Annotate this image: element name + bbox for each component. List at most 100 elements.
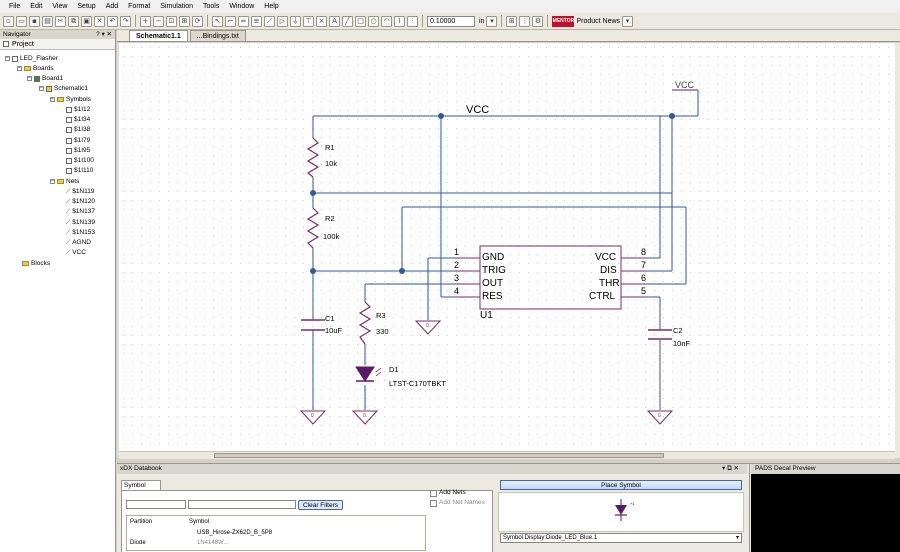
- collapse-icon[interactable]: −: [17, 65, 22, 71]
- open-icon[interactable]: ▭: [16, 15, 27, 27]
- vcc-port-label[interactable]: VCC: [675, 80, 695, 90]
- tree-item-schematic[interactable]: − Schematic1: [39, 84, 88, 93]
- tree-item-boards[interactable]: − Boards: [17, 64, 54, 73]
- news-dropdown-icon[interactable]: ▾: [622, 15, 634, 27]
- menu-edit[interactable]: Edit: [30, 3, 43, 10]
- tab-project[interactable]: Project: [0, 39, 115, 50]
- c1-value[interactable]: 10uF: [325, 326, 343, 335]
- grid-size-input[interactable]: 0.10000: [427, 15, 475, 27]
- tree-item-symbols[interactable]: − Symbols: [50, 95, 91, 104]
- tree-item-nets[interactable]: − Nets: [50, 177, 79, 186]
- product-news-link[interactable]: Product News: [576, 17, 621, 25]
- collapse-icon[interactable]: −: [27, 75, 32, 81]
- r3-value[interactable]: 330: [376, 327, 389, 336]
- filter-input[interactable]: [188, 500, 296, 509]
- add-net-names-checkbox[interactable]: [430, 500, 437, 507]
- tree-item-root[interactable]: − LED_Flasher: [5, 54, 58, 63]
- tree-item-net[interactable]: ⟋$1N119: [66, 187, 95, 196]
- collapse-icon[interactable]: −: [50, 178, 55, 184]
- port-icon[interactable]: ▷: [277, 15, 288, 27]
- zoom-fit-icon[interactable]: ⊡: [166, 15, 177, 27]
- canvas-vertical-scrollbar[interactable]: [895, 43, 900, 458]
- tree-item-net[interactable]: ⟋$1N153: [66, 228, 95, 237]
- filter-input[interactable]: [126, 500, 186, 509]
- delete-icon[interactable]: ✕: [94, 15, 105, 27]
- tree-item-net[interactable]: ⟋$1N137: [66, 207, 95, 216]
- rectangle-icon[interactable]: □: [355, 15, 366, 27]
- d1-ref[interactable]: D1: [389, 365, 399, 374]
- new-icon[interactable]: ▫: [3, 15, 14, 27]
- panel-controls-icon[interactable]: ▾ ⧉ ✕: [722, 465, 739, 472]
- r2-value[interactable]: 100k: [323, 232, 340, 241]
- settings-icon[interactable]: ⚙: [532, 15, 544, 27]
- zoom-out-icon[interactable]: −: [153, 15, 164, 27]
- add-nets-checkbox[interactable]: [430, 490, 437, 497]
- copy-icon[interactable]: ⧉: [68, 15, 79, 27]
- paste-icon[interactable]: ▣: [81, 15, 92, 27]
- tab-symbol-view[interactable]: Symbol View: [121, 480, 161, 499]
- collapse-icon[interactable]: −: [39, 85, 44, 91]
- schematic-canvas[interactable]: VCC VCC R1 10k R2 100k R3 330 C1 10uF C2…: [119, 43, 895, 458]
- zoom-in-icon[interactable]: +: [140, 15, 151, 27]
- bus-entry-icon[interactable]: ⟋: [264, 15, 275, 27]
- save-icon[interactable]: ▪: [29, 15, 40, 27]
- text-icon[interactable]: A: [329, 15, 340, 27]
- menu-setup[interactable]: Setup: [77, 3, 96, 10]
- wire-icon[interactable]: ⌐: [225, 15, 236, 27]
- column-header-symbol[interactable]: Symbol: [189, 519, 210, 525]
- undo-icon[interactable]: ↶: [107, 15, 118, 27]
- dropdown-icon[interactable]: ▾: [486, 15, 498, 27]
- menu-simulation[interactable]: Simulation: [160, 3, 194, 10]
- grid-icon[interactable]: ⊞: [506, 15, 518, 27]
- r2-ref[interactable]: R2: [325, 214, 335, 223]
- r1-ref[interactable]: R1: [325, 143, 335, 152]
- r3-ref[interactable]: R3: [376, 311, 386, 320]
- tree-item-symbol[interactable]: $1I110: [66, 166, 93, 175]
- menu-view[interactable]: View: [52, 3, 68, 10]
- tab-bindings[interactable]: ...Bindings.txt: [189, 30, 246, 41]
- polyline-icon[interactable]: ⌇: [394, 15, 405, 27]
- c2-ref[interactable]: C2: [673, 326, 683, 335]
- select-icon[interactable]: ↖: [212, 15, 223, 27]
- table-cell-partition[interactable]: Diode: [130, 540, 146, 546]
- bus-icon[interactable]: ═: [238, 15, 249, 27]
- ground-icon[interactable]: ⏚: [290, 15, 301, 27]
- navigator-controls-icon[interactable]: ? ▾ ✕: [96, 31, 112, 38]
- c2-value[interactable]: 10nF: [673, 339, 691, 348]
- place-symbol-button[interactable]: Place Symbol: [500, 480, 742, 490]
- menu-add[interactable]: Add: [105, 3, 119, 10]
- arc-icon[interactable]: ◠: [381, 15, 392, 27]
- menu-file[interactable]: File: [9, 3, 21, 10]
- collapse-icon[interactable]: −: [50, 96, 55, 102]
- tab-schematic[interactable]: Schematic1.1: [129, 30, 188, 41]
- menu-format[interactable]: Format: [128, 3, 151, 10]
- symbol-display-select[interactable]: Symbol Display:Diode_LED_Blue.1 ▾: [500, 533, 742, 543]
- menu-tools[interactable]: Tools: [203, 3, 220, 10]
- tree-item-symbol[interactable]: $1I12: [66, 105, 90, 114]
- zoom-area-icon[interactable]: ⊞: [179, 15, 190, 27]
- menu-window[interactable]: Window: [229, 3, 255, 10]
- tree-item-symbol[interactable]: $1I34: [66, 115, 90, 124]
- r1-value[interactable]: 10k: [325, 159, 338, 168]
- circle-icon[interactable]: ○: [368, 15, 379, 27]
- scrollbar-thumb[interactable]: [214, 453, 664, 458]
- chevron-down-icon[interactable]: ▾: [735, 535, 739, 541]
- collapse-icon[interactable]: −: [5, 55, 10, 61]
- tree-item-board1[interactable]: − Board1: [27, 74, 63, 83]
- table-cell-symbol[interactable]: USB_Hirose-ZX62D_B_5P8: [197, 530, 273, 536]
- tree-item-blocks[interactable]: Blocks: [22, 259, 50, 268]
- line-icon[interactable]: ╱: [342, 15, 353, 27]
- snap-icon[interactable]: ⋮: [519, 15, 531, 27]
- no-connect-icon[interactable]: ×: [316, 15, 327, 27]
- u1-ref[interactable]: U1: [480, 310, 493, 321]
- tree-item-symbol[interactable]: $1I95: [66, 146, 90, 155]
- tree-item-net[interactable]: ⟋$1N120: [66, 197, 95, 206]
- redo-icon[interactable]: ↷: [120, 15, 131, 27]
- net-name-icon[interactable]: ≡: [251, 15, 262, 27]
- cut-icon[interactable]: ✂: [55, 15, 66, 27]
- d1-value[interactable]: LTST-C170TBKT: [389, 379, 446, 388]
- align-icon[interactable]: ⫶: [407, 15, 418, 27]
- tree-item-net[interactable]: ⟋AGND: [66, 238, 91, 247]
- c1-ref[interactable]: C1: [325, 314, 335, 323]
- column-header-partition[interactable]: Partition: [130, 519, 153, 525]
